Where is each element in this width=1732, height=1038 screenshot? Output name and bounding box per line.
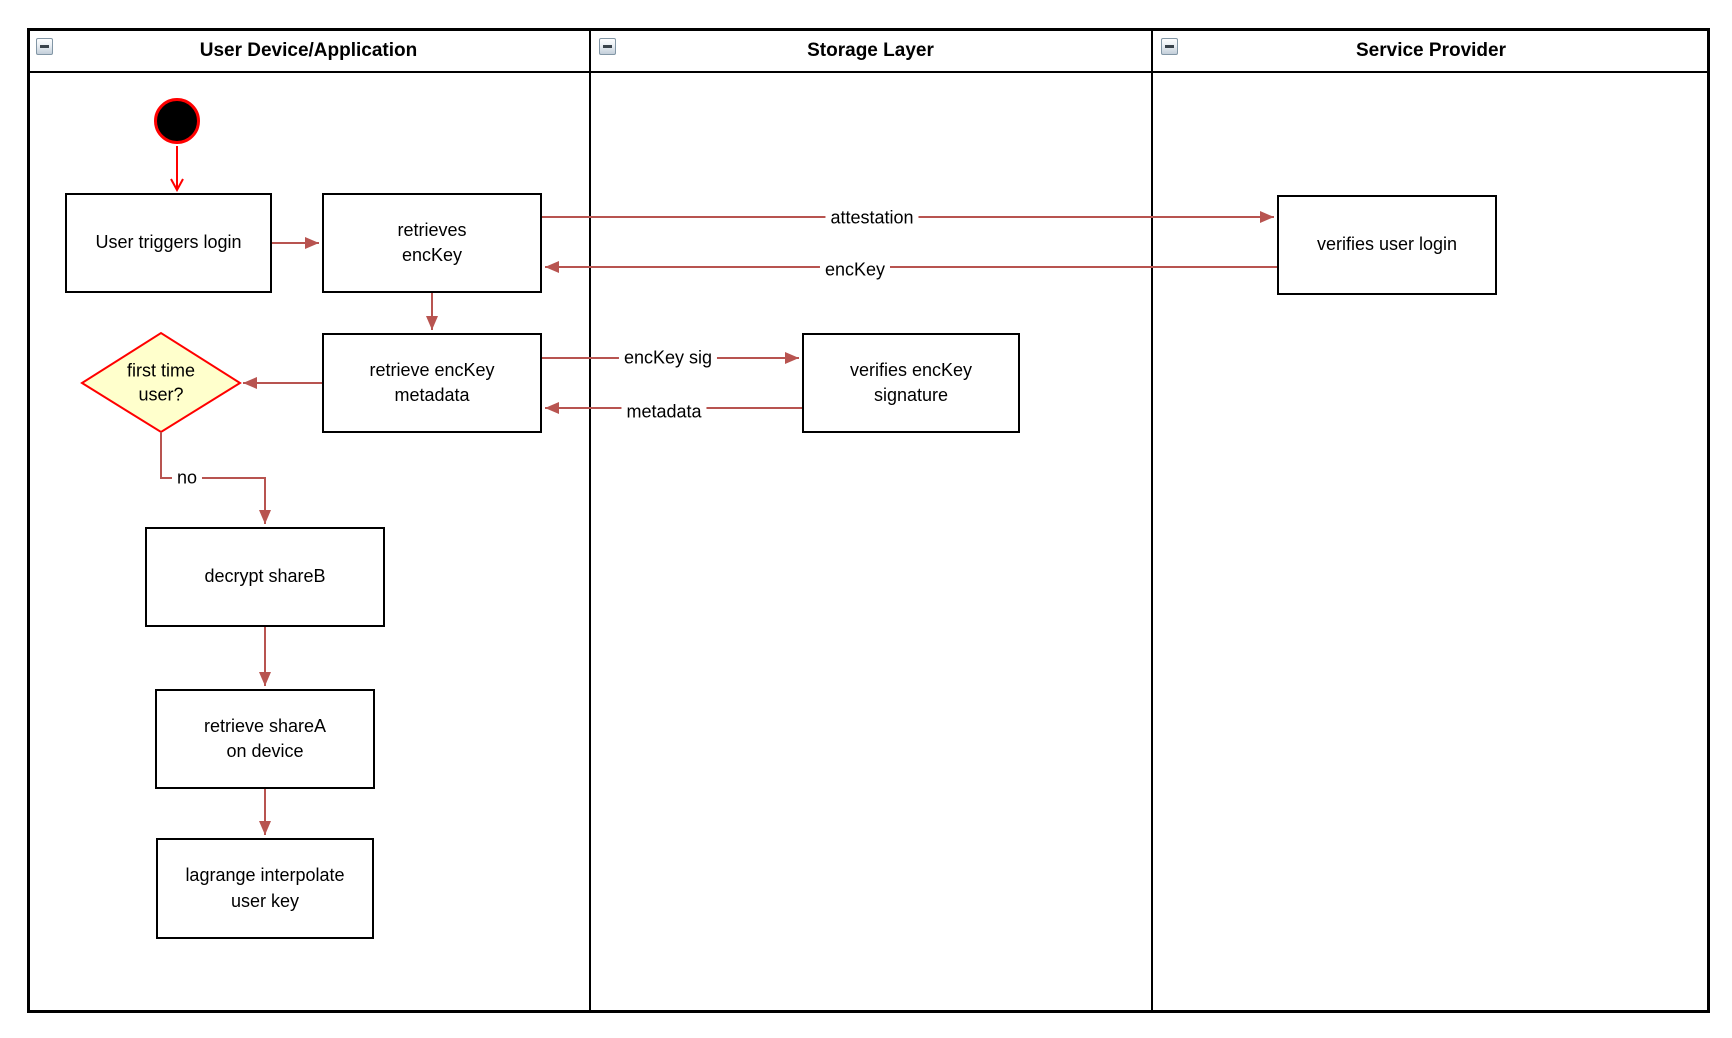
edge-label-enckey: encKey (819, 259, 891, 281)
node-label: retrieves encKey (397, 219, 467, 265)
lane-divider-2 (1151, 28, 1153, 1013)
collapse-lane-service-provider-button[interactable] (1161, 38, 1178, 55)
node-label: retrieve shareA on device (203, 715, 327, 761)
collapse-lane-user-device-button[interactable] (36, 38, 53, 55)
minus-icon (603, 45, 612, 48)
node-label: retrieve encKey metadata (369, 359, 495, 405)
lane-header-user-device[interactable]: User Device/Application (30, 30, 587, 71)
minus-icon (1165, 45, 1174, 48)
node-user-triggers-login[interactable]: User triggers login (65, 193, 272, 293)
lane-header-service-provider[interactable]: Service Provider (1154, 30, 1708, 71)
initial-node[interactable] (154, 98, 200, 144)
node-retrieve-sharea-on-device[interactable]: retrieve shareA on device (155, 689, 375, 789)
edge-label-attestation: attestation (825, 207, 919, 229)
node-label: verifies user login (1316, 234, 1458, 255)
lane-title-service-provider: Service Provider (1356, 39, 1506, 61)
collapse-lane-storage-layer-button[interactable] (599, 38, 616, 55)
node-lagrange-interpolate-user-key[interactable]: lagrange interpolate user key (156, 838, 374, 939)
edge-label-metadata: metadata (621, 401, 707, 423)
node-label: lagrange interpolate user key (185, 865, 345, 911)
lane-title-user-device: User Device/Application (199, 39, 418, 61)
node-decrypt-shareb[interactable]: decrypt shareB (145, 527, 385, 627)
node-verifies-enckey-signature[interactable]: verifies encKey signature (802, 333, 1020, 433)
node-retrieve-enckey-metadata[interactable]: retrieve encKey metadata (322, 333, 542, 433)
decision-label: first time user? (126, 360, 196, 405)
edge-label-no: no (171, 467, 203, 489)
lane-header-divider (27, 71, 1710, 73)
lane-divider-1 (589, 28, 591, 1013)
node-label: decrypt shareB (204, 566, 326, 587)
node-label: User triggers login (95, 232, 242, 253)
node-label: verifies encKey signature (849, 359, 973, 405)
edge-label-enckey-sig: encKey sig (618, 347, 718, 369)
node-retrieves-enckey[interactable]: retrieves encKey (322, 193, 542, 293)
node-verifies-user-login[interactable]: verifies user login (1277, 195, 1497, 295)
lane-header-storage-layer[interactable]: Storage Layer (592, 30, 1149, 71)
lane-title-storage-layer: Storage Layer (807, 39, 934, 61)
pool-frame (27, 28, 1710, 1013)
minus-icon (40, 45, 49, 48)
